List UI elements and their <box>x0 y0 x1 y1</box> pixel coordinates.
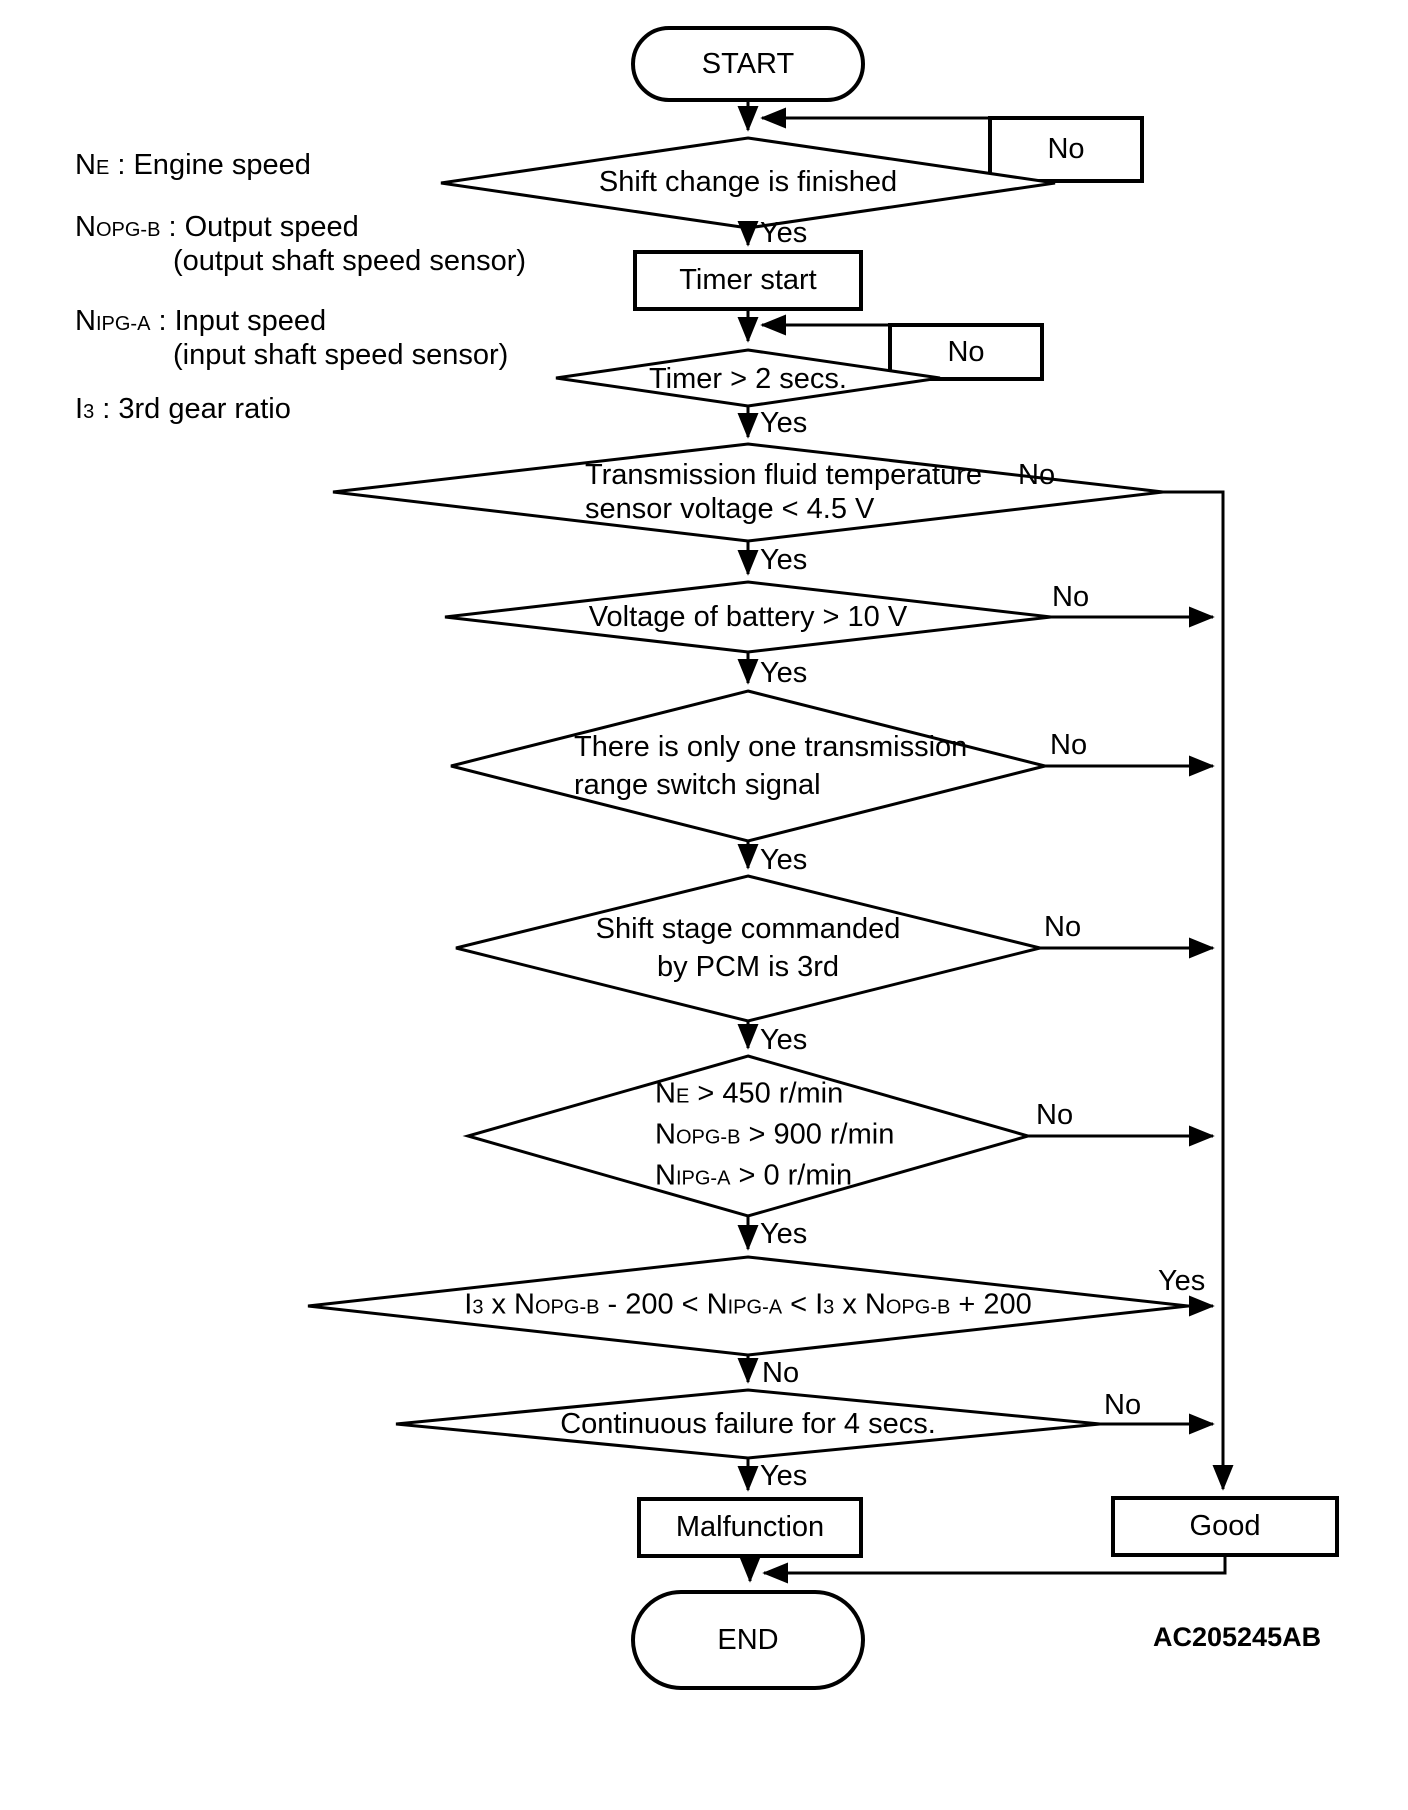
branch-no-battery: No <box>1052 581 1090 613</box>
branch-yes-battery: Yes <box>760 657 808 689</box>
legend-input-speed: NIPG-A : Input speed (input shaft speed … <box>75 306 508 370</box>
figure-code: AC205245AB <box>1153 1622 1322 1652</box>
no-loop-shift-change-label: No <box>1047 133 1085 165</box>
decision-shift-change-label: Shift change is finished <box>598 166 898 198</box>
edge-no-fluid-rail-to-good <box>1163 490 1234 1491</box>
no-loop-box-timer <box>888 323 1044 381</box>
branch-no-fluid-temp: No <box>1018 459 1056 491</box>
malfunction-box-shape <box>637 1497 863 1558</box>
branch-yes-range-switch: Yes <box>760 844 808 876</box>
legend-output-speed-term: NOPG-B : Output speed <box>75 211 359 243</box>
branch-yes-fluid-temp: Yes <box>760 544 808 576</box>
timer-start-box-shape <box>633 250 863 311</box>
timer-start-box-label: Timer start <box>679 264 817 296</box>
branch-yes-pcm: Yes <box>760 1024 808 1056</box>
branch-no-cont-fail: No <box>1104 1389 1142 1421</box>
no-loop-box-shift-change <box>988 116 1144 183</box>
branch-no-range-switch: No <box>1050 729 1088 761</box>
decision-formula-label: I3 x NOPG-B - 200 < NIPG-A < I3 x NOPG-B… <box>464 1288 1032 1321</box>
branch-no-pcm: No <box>1044 911 1082 943</box>
good-box-shape <box>1111 1496 1339 1557</box>
branch-no-speeds: No <box>1036 1099 1074 1131</box>
good-box-label: Good <box>1189 1510 1261 1542</box>
legend-gear-ratio: I3 : 3rd gear ratio <box>75 394 291 427</box>
legend-output-speed-note: (output shaft speed sensor) <box>173 245 527 277</box>
decision-cont-fail-label: Continuous failure for 4 secs. <box>560 1408 936 1440</box>
no-loop-timer-label: No <box>947 336 985 368</box>
branch-no-formula: No <box>762 1357 800 1389</box>
malfunction-box-label: Malfunction <box>675 1511 825 1543</box>
legend-gear-ratio-term: I3 : 3rd gear ratio <box>75 393 291 425</box>
legend-output-speed: NOPG-B : Output speed (output shaft spee… <box>75 212 526 276</box>
decision-battery-label: Voltage of battery > 10 V <box>588 601 908 633</box>
branch-yes-speeds: Yes <box>760 1218 808 1250</box>
branch-yes-timer: Yes <box>760 407 808 439</box>
end-terminal-label: END <box>717 1624 779 1656</box>
legend-engine-speed: NE : Engine speed <box>75 150 311 183</box>
legend-input-speed-term: NIPG-A : Input speed <box>75 305 327 337</box>
legend-engine-speed-term: NE : Engine speed <box>75 149 311 181</box>
branch-yes-formula: Yes <box>1158 1265 1206 1297</box>
branch-yes-cont-fail: Yes <box>760 1460 808 1492</box>
decision-timer-label: Timer > 2 secs. <box>649 363 847 395</box>
start-terminal-label: START <box>701 48 795 80</box>
branch-yes-shift-change: Yes <box>760 217 808 249</box>
legend-input-speed-note: (input shaft speed sensor) <box>173 339 509 371</box>
end-terminal-shape <box>631 1590 865 1690</box>
edge-good-merge-to-end <box>762 1555 1227 1584</box>
